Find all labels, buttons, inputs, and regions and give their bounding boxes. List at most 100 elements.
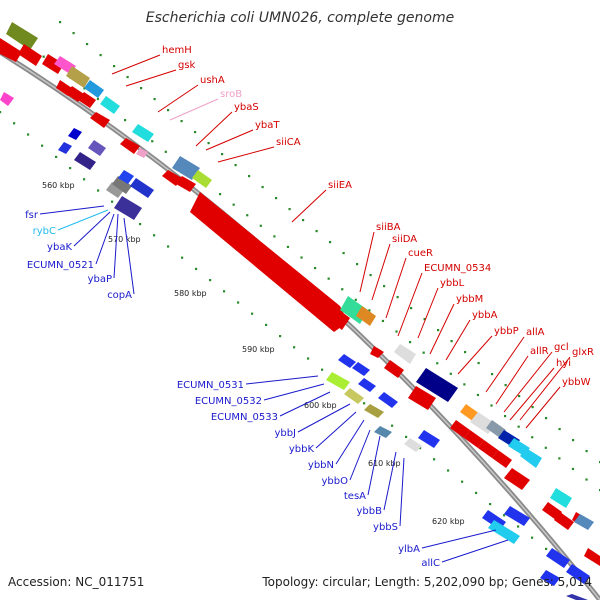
gene-feature[interactable] [504, 506, 530, 526]
gene-feature[interactable] [118, 170, 134, 184]
gene-label-ECUMN_0521[interactable]: ECUMN_0521 [27, 260, 94, 271]
gene-label-ybbW[interactable]: ybbW [562, 377, 591, 388]
gene-feature[interactable] [114, 196, 142, 220]
gene-label-gcl[interactable]: gcl [554, 342, 569, 353]
gene-feature[interactable] [192, 170, 212, 188]
gene-feature[interactable] [106, 182, 124, 198]
gene-label-ECUMN_0534[interactable]: ECUMN_0534 [424, 263, 491, 274]
gene-feature[interactable] [100, 96, 120, 114]
gene-feature[interactable] [384, 360, 404, 378]
gene-feature[interactable] [0, 38, 22, 62]
gene-feature[interactable] [0, 92, 14, 106]
gene-label-rybC[interactable]: rybC [33, 226, 56, 237]
gene-label-ybaK[interactable]: ybaK [47, 242, 72, 253]
gene-feature[interactable] [540, 570, 560, 586]
gene-label-gsk[interactable]: gsk [178, 60, 196, 71]
gene-feature[interactable] [418, 430, 440, 448]
gene-feature[interactable] [486, 420, 506, 438]
gene-feature[interactable] [58, 142, 72, 154]
gene-feature[interactable] [404, 438, 422, 452]
gene-label-fsr[interactable]: fsr [25, 210, 39, 221]
gene-feature[interactable] [130, 178, 154, 198]
gene-feature[interactable] [66, 66, 90, 88]
gene-feature[interactable] [584, 548, 600, 566]
gene-label-ECUMN_0531[interactable]: ECUMN_0531 [177, 380, 244, 391]
gene-feature[interactable] [326, 372, 350, 390]
gene-feature[interactable] [112, 176, 132, 194]
gene-feature[interactable] [374, 426, 392, 438]
gene-label-allR[interactable]: allR [530, 346, 549, 357]
gene-feature[interactable] [554, 512, 574, 530]
gene-feature[interactable] [520, 448, 542, 468]
gene-feature[interactable] [542, 502, 562, 520]
gene-feature[interactable] [120, 138, 140, 154]
gene-label-ybbN[interactable]: ybbN [308, 460, 334, 471]
gene-label-ybbS[interactable]: ybbS [373, 522, 398, 533]
gene-label-ybaS[interactable]: ybaS [234, 102, 259, 113]
gene-label-ybbP[interactable]: ybbP [494, 326, 519, 337]
gene-label-ybbM[interactable]: ybbM [456, 294, 483, 305]
gene-feature[interactable] [176, 176, 196, 192]
gene-feature[interactable] [478, 440, 498, 458]
gene-feature[interactable] [488, 520, 520, 544]
gene-feature[interactable] [356, 306, 376, 326]
gene-label-allC[interactable]: allC [421, 558, 440, 569]
gene-feature[interactable] [136, 148, 148, 158]
gene-feature[interactable] [550, 488, 572, 508]
gene-feature[interactable] [132, 124, 154, 142]
gene-feature[interactable] [344, 388, 364, 404]
gene-label-siiCA[interactable]: siiCA [276, 137, 301, 148]
gene-label-ybbK[interactable]: ybbK [289, 444, 315, 455]
gene-label-ybaP[interactable]: ybaP [88, 274, 112, 285]
gene-label-sroB[interactable]: sroB [220, 89, 242, 100]
gene-feature[interactable] [566, 594, 588, 600]
gene-feature[interactable] [492, 450, 512, 468]
gene-label-copA[interactable]: copA [107, 290, 132, 301]
gene-feature[interactable] [378, 392, 398, 408]
gene-feature[interactable] [370, 346, 384, 358]
gene-feature[interactable] [326, 306, 350, 330]
gene-feature[interactable] [6, 22, 38, 50]
gene-feature[interactable] [416, 368, 458, 402]
gene-feature[interactable] [162, 170, 182, 186]
gene-feature-siiEA[interactable] [190, 192, 348, 332]
gene-feature[interactable] [504, 468, 530, 490]
gene-label-ybbB[interactable]: ybbB [357, 506, 383, 517]
gene-label-hyi[interactable]: hyi [556, 358, 571, 369]
gene-label-cueR[interactable]: cueR [408, 248, 433, 259]
gene-feature[interactable] [450, 420, 470, 438]
gene-feature[interactable] [566, 564, 590, 584]
gene-feature[interactable] [364, 404, 384, 418]
gene-label-siiEA[interactable]: siiEA [328, 180, 352, 191]
gene-label-siiDA[interactable]: siiDA [392, 234, 417, 245]
gene-label-ushA[interactable]: ushA [200, 75, 225, 86]
gene-feature[interactable] [464, 430, 484, 448]
gene-feature[interactable] [90, 112, 110, 128]
gene-label-ybbJ[interactable]: ybbJ [274, 428, 296, 439]
gene-feature[interactable] [42, 54, 64, 74]
gene-label-ylbA[interactable]: ylbA [398, 544, 420, 555]
gene-feature[interactable] [546, 548, 570, 568]
gene-feature[interactable] [78, 92, 96, 108]
gene-feature[interactable] [408, 386, 436, 410]
gene-label-ybbL[interactable]: ybbL [440, 278, 465, 289]
gene-feature[interactable] [338, 354, 356, 368]
gene-feature[interactable] [68, 128, 82, 140]
gene-label-glxR[interactable]: glxR [572, 347, 594, 358]
gene-label-siiBA[interactable]: siiBA [376, 222, 401, 233]
gene-feature[interactable] [74, 152, 96, 170]
gene-label-tesA[interactable]: tesA [344, 491, 366, 502]
gene-feature[interactable] [84, 80, 104, 98]
gene-label-ybaT[interactable]: ybaT [255, 120, 280, 131]
gene-feature[interactable] [88, 140, 106, 156]
gene-label-allA[interactable]: allA [526, 327, 545, 338]
gene-label-ybbO[interactable]: ybbO [322, 476, 349, 487]
gene-feature[interactable] [172, 156, 200, 180]
gene-feature[interactable] [394, 344, 416, 364]
gene-label-hemH[interactable]: hemH [162, 45, 192, 56]
gene-label-ECUMN_0533[interactable]: ECUMN_0533 [211, 412, 278, 423]
gene-feature[interactable] [574, 514, 594, 530]
gene-feature[interactable] [18, 44, 42, 66]
gene-label-ybbA[interactable]: ybbA [472, 310, 498, 321]
gene-label-ECUMN_0532[interactable]: ECUMN_0532 [195, 396, 262, 407]
